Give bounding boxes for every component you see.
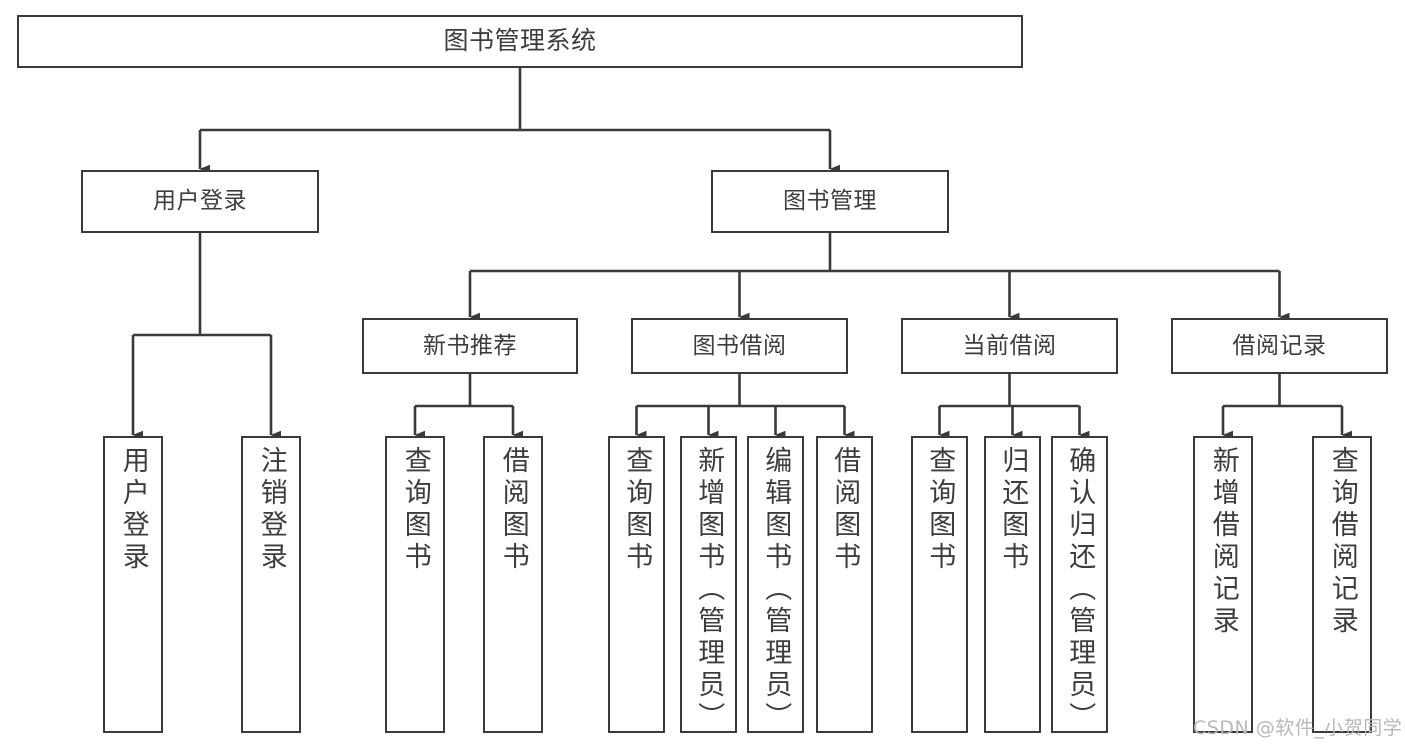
node-leaf_user_login[interactable]: 用户登录 — [103, 436, 163, 733]
node-new_book_rec[interactable]: 新书推荐 — [362, 318, 578, 374]
node-label-leaf_cb_query: 查询图书 — [924, 446, 956, 574]
node-label-leaf_rec_query: 查询图书 — [399, 446, 431, 574]
node-label-user_login: 用户登录 — [153, 188, 247, 215]
node-label-leaf_br_query: 查询借阅记录 — [1326, 446, 1358, 638]
node-user_login[interactable]: 用户登录 — [81, 170, 319, 233]
node-label-new_book_rec: 新书推荐 — [423, 332, 517, 359]
node-label-leaf_user_login: 用户登录 — [117, 446, 149, 574]
node-label-root: 图书管理系统 — [443, 26, 597, 56]
node-root[interactable]: 图书管理系统 — [17, 15, 1023, 68]
node-book_manage[interactable]: 图书管理 — [711, 170, 949, 233]
node-leaf_rec_borrow[interactable]: 借阅图书 — [483, 436, 543, 733]
node-borrow_record[interactable]: 借阅记录 — [1171, 318, 1388, 374]
node-label-leaf_bb_edit: 编辑图书（管理员） — [760, 446, 792, 734]
node-leaf_cb_confirm[interactable]: 确认归还（管理员） — [1051, 436, 1108, 734]
node-leaf_user_logout[interactable]: 注销登录 — [241, 436, 301, 733]
node-leaf_bb_edit[interactable]: 编辑图书（管理员） — [747, 436, 804, 734]
node-leaf_br_query[interactable]: 查询借阅记录 — [1312, 436, 1372, 733]
node-label-borrow_record: 借阅记录 — [1232, 332, 1327, 359]
node-leaf_cb_return[interactable]: 归还图书 — [984, 436, 1041, 733]
node-leaf_bb_borrow[interactable]: 借阅图书 — [816, 436, 873, 733]
node-leaf_cb_query[interactable]: 查询图书 — [911, 436, 968, 733]
node-label-leaf_bb_add: 新增图书（管理员） — [693, 446, 725, 734]
node-label-leaf_bb_query: 查询图书 — [621, 446, 653, 574]
node-label-current_borrow: 当前借阅 — [962, 332, 1057, 359]
node-label-leaf_cb_confirm: 确认归还（管理员） — [1064, 446, 1096, 734]
node-book_borrow[interactable]: 图书借阅 — [631, 318, 848, 374]
node-label-book_manage: 图书管理 — [783, 188, 877, 215]
node-label-book_borrow: 图书借阅 — [692, 332, 787, 359]
node-label-leaf_user_logout: 注销登录 — [255, 446, 287, 574]
node-label-leaf_rec_borrow: 借阅图书 — [497, 446, 529, 574]
node-current_borrow[interactable]: 当前借阅 — [901, 318, 1118, 374]
node-leaf_br_add[interactable]: 新增借阅记录 — [1193, 436, 1253, 733]
connector-lines — [131, 68, 1352, 440]
node-leaf_rec_query[interactable]: 查询图书 — [385, 436, 445, 733]
node-label-leaf_cb_return: 归还图书 — [997, 446, 1029, 574]
node-leaf_bb_add[interactable]: 新增图书（管理员） — [680, 436, 737, 734]
node-label-leaf_br_add: 新增借阅记录 — [1207, 446, 1239, 638]
watermark-label: CSDN @软件_小贺同学 — [1193, 717, 1403, 739]
node-label-leaf_bb_borrow: 借阅图书 — [829, 446, 861, 574]
node-leaf_bb_query[interactable]: 查询图书 — [608, 436, 665, 733]
